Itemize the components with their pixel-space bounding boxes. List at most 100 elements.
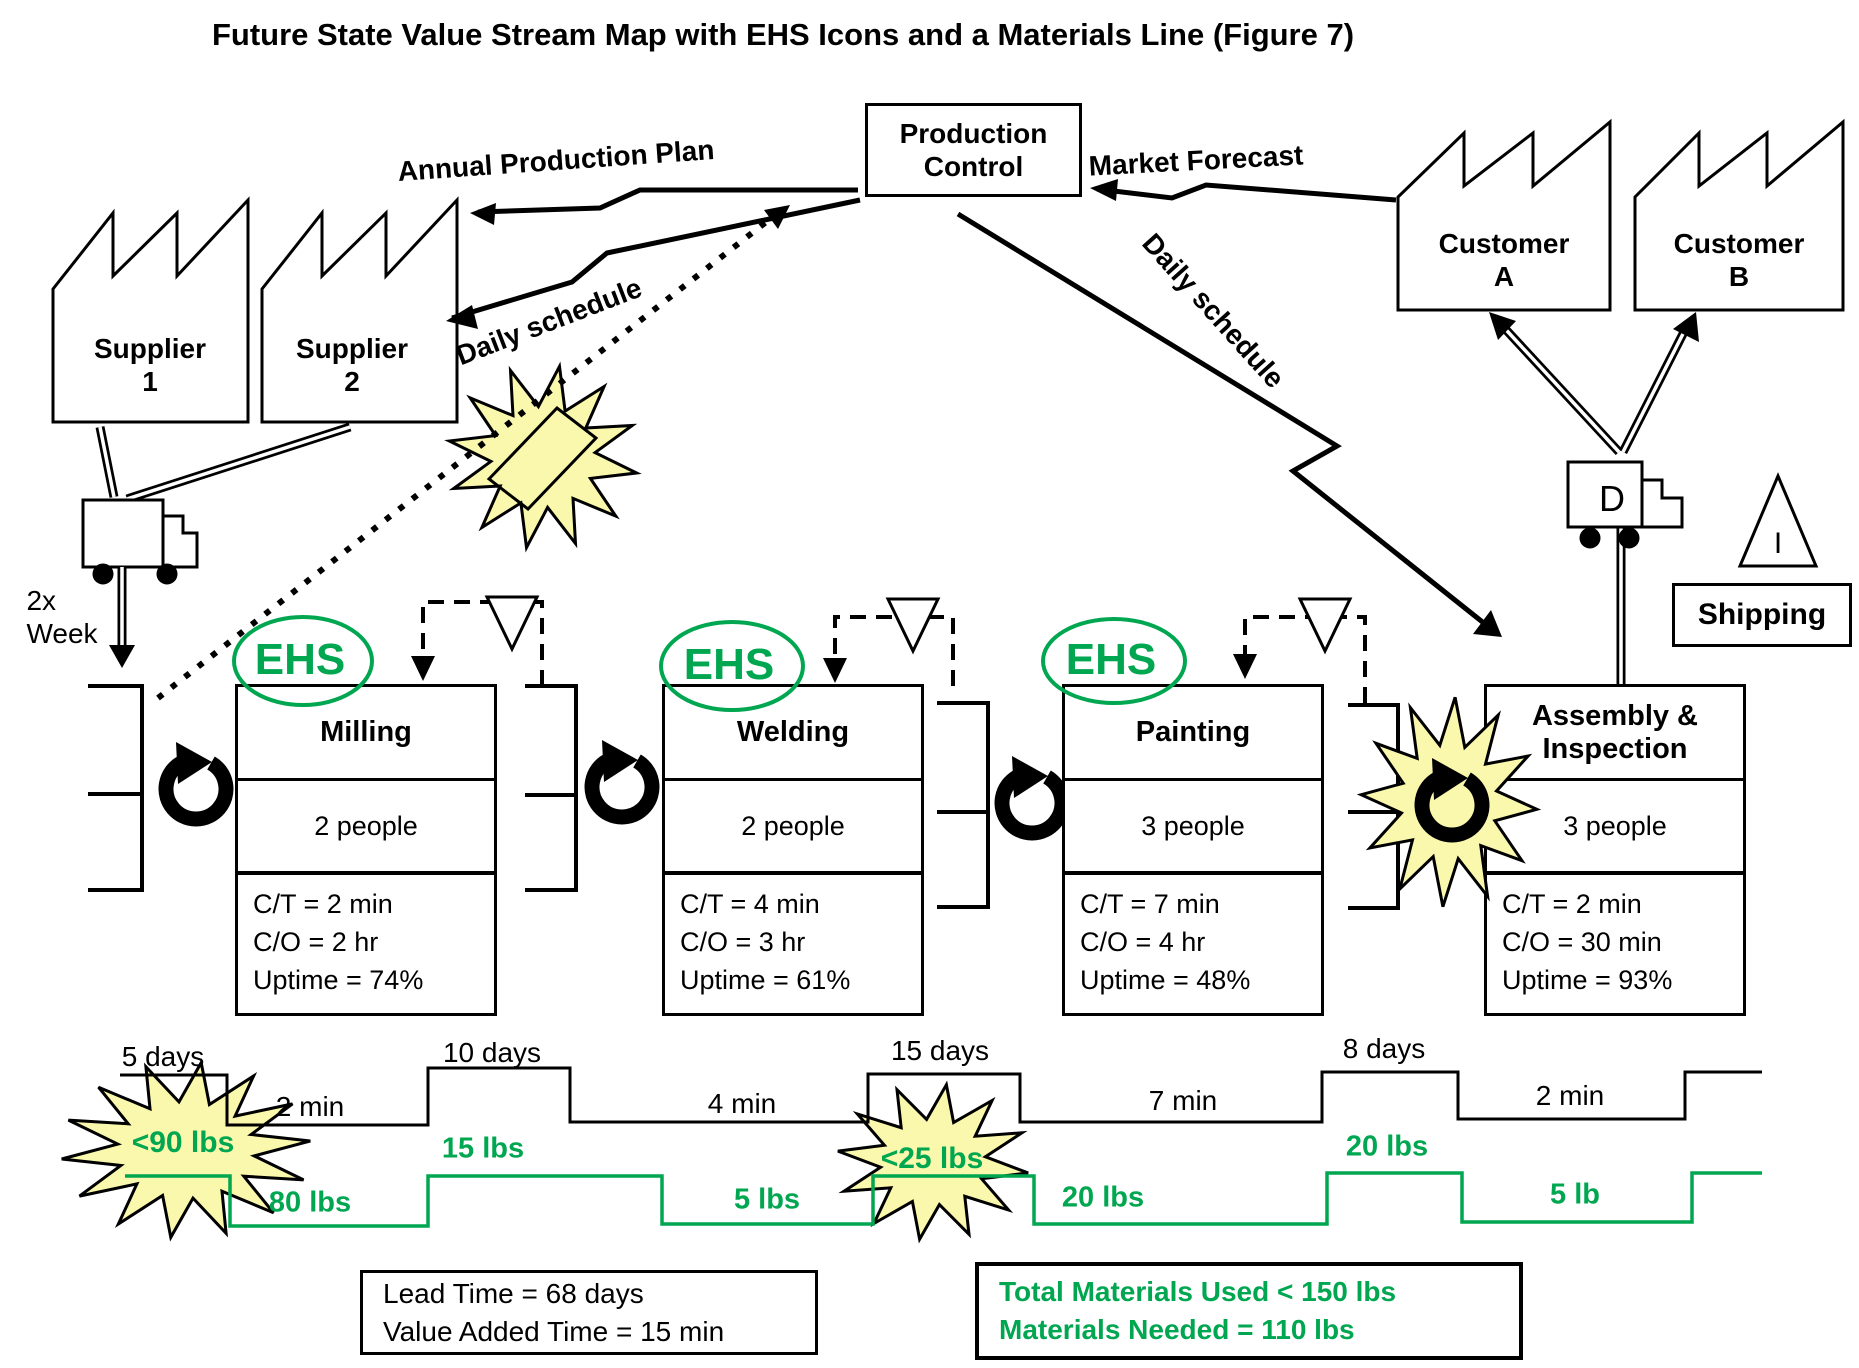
- process-data: C/T = 4 min C/O = 3 hr Uptime = 61%: [665, 875, 921, 1013]
- changeover: C/O = 2 hr: [253, 927, 379, 957]
- factory-icon-supplier-2: [260, 196, 459, 424]
- materials-value-6: 5 lb: [1550, 1178, 1600, 1211]
- supermarket-icon-3: [937, 701, 990, 909]
- pull-arrow-icon-3: [994, 756, 1070, 841]
- factory-icon-customer-a: [1396, 118, 1612, 312]
- ehs-label-welding: EHS: [683, 640, 775, 689]
- process-people: 3 people: [1487, 781, 1743, 875]
- daily-schedule-left-arrow: [446, 197, 861, 329]
- supplier-1-label: Supplier 1: [93, 333, 207, 397]
- total-materials-value: Total Materials Used < 150 lbs: [999, 1276, 1397, 1307]
- customer-a-label: Customer A: [1438, 228, 1570, 292]
- materials-value-1: 80 lbs: [268, 1186, 352, 1219]
- process-data: C/T = 2 min C/O = 30 min Uptime = 93%: [1487, 875, 1743, 1013]
- kanban-loop-painting: [1243, 615, 1367, 703]
- process-box-assembly-inspection: Assembly & Inspection 3 people C/T = 2 m…: [1484, 684, 1746, 1016]
- customer-b-label: Customer B: [1673, 228, 1805, 292]
- wait-time-4: 8 days: [1342, 1033, 1426, 1064]
- factory-icon-customer-b: [1633, 118, 1845, 312]
- delivery-frequency-label: 2x Week: [26, 585, 98, 649]
- kanban-triangle-icon-3: [1297, 597, 1353, 655]
- shipping-box: Shipping: [1672, 583, 1852, 647]
- process-name-line2: Inspection: [1542, 732, 1688, 765]
- supermarket-icon-4: [1348, 703, 1400, 910]
- wait-time-3: 15 days: [890, 1035, 990, 1066]
- kanban-arrowhead-welding: [823, 658, 847, 683]
- kaizen-burst-25lbs: [837, 1080, 1029, 1244]
- process-box-milling: Milling 2 people C/T = 2 min C/O = 2 hr …: [235, 684, 497, 1016]
- cycle-time: C/T = 7 min: [1080, 889, 1220, 919]
- process-time-3: 7 min: [1148, 1085, 1218, 1116]
- process-time-2: 4 min: [707, 1088, 777, 1119]
- inventory-triangle-icon: [1737, 472, 1819, 568]
- uptime: Uptime = 48%: [1080, 965, 1251, 995]
- supermarket-icon-1: [88, 684, 144, 892]
- truck-route-letter: D: [1599, 478, 1625, 519]
- process-name: Welding: [665, 687, 921, 781]
- ehs-label-milling: EHS: [254, 635, 346, 684]
- kanban-card-icon: [486, 405, 599, 512]
- value-added-time-value: Value Added Time = 15 min: [383, 1315, 725, 1347]
- pull-arrow-icon-2: [584, 740, 660, 825]
- uptime: Uptime = 93%: [1502, 965, 1673, 995]
- truck-icon-inbound: [81, 498, 199, 585]
- process-name: Milling: [238, 687, 494, 781]
- process-time-4: 2 min: [1535, 1080, 1605, 1111]
- uptime: Uptime = 61%: [680, 965, 851, 995]
- supermarket-icon-2: [525, 684, 578, 892]
- changeover: C/O = 3 hr: [680, 927, 806, 957]
- market-forecast-arrow: [1090, 179, 1397, 203]
- outbound-shipment-arrows: [1489, 312, 1699, 688]
- changeover: C/O = 4 hr: [1080, 927, 1206, 957]
- kanban-loop-welding: [833, 615, 955, 686]
- materials-ladder: [125, 1171, 1762, 1228]
- process-people: 3 people: [1065, 781, 1321, 875]
- cycle-time: C/T = 4 min: [680, 889, 820, 919]
- materials-value-2: 15 lbs: [441, 1132, 525, 1165]
- inventory-marker-letter: I: [1773, 527, 1783, 560]
- supplier-shipment-lines: [95, 422, 352, 504]
- daily-schedule-right-arrow: [956, 211, 1502, 637]
- changeover: C/O = 30 min: [1502, 927, 1662, 957]
- truck-icon-outbound: [1566, 460, 1684, 549]
- wait-time-2: 10 days: [442, 1037, 542, 1068]
- materials-value-5: 20 lbs: [1345, 1130, 1429, 1163]
- process-data: C/T = 2 min C/O = 2 hr Uptime = 74%: [238, 875, 494, 1013]
- process-name: Painting: [1065, 687, 1321, 781]
- process-data: C/T = 7 min C/O = 4 hr Uptime = 48%: [1065, 875, 1321, 1013]
- materials-needed-value: Materials Needed = 110 lbs: [999, 1314, 1355, 1345]
- process-name-line1: Assembly &: [1531, 699, 1698, 732]
- process-time-1: 2 min: [275, 1091, 345, 1122]
- kaizen-burst-schedule: [444, 361, 642, 553]
- cycle-time: C/T = 2 min: [1502, 889, 1642, 919]
- annual-production-plan-arrow: [470, 187, 858, 225]
- page-title: Future State Value Stream Map with EHS I…: [211, 17, 1355, 52]
- supplier-2-label: Supplier 2: [295, 333, 409, 397]
- process-box-painting: Painting 3 people C/T = 7 min C/O = 4 hr…: [1062, 684, 1324, 1016]
- kanban-arrowhead-milling: [411, 656, 435, 681]
- ehs-label-painting: EHS: [1065, 635, 1157, 684]
- cycle-time: C/T = 2 min: [253, 889, 393, 919]
- kanban-loop-milling: [421, 600, 544, 686]
- dotted-schedule-arrow: [156, 205, 790, 701]
- production-control-label-line1: Production: [899, 118, 1048, 149]
- production-control-label-line2: Control: [923, 151, 1024, 182]
- lead-time-summary-box: Lead Time = 68 days Value Added Time = 1…: [360, 1270, 818, 1355]
- kanban-arrowhead-painting: [1233, 654, 1257, 679]
- shipping-label: Shipping: [1697, 598, 1827, 631]
- materials-summary-box: Total Materials Used < 150 lbs Materials…: [975, 1262, 1523, 1360]
- factory-icon-supplier-1: [51, 196, 250, 424]
- materials-burst-value-1: <90 lbs: [131, 1126, 235, 1159]
- process-name: Assembly & Inspection: [1487, 687, 1743, 781]
- process-box-welding: Welding 2 people C/T = 4 min C/O = 3 hr …: [662, 684, 924, 1016]
- kanban-triangle-icon-1: [484, 595, 540, 653]
- pull-arrow-icon-1: [158, 742, 234, 827]
- inbound-delivery-arrow: [109, 567, 135, 668]
- production-control-box: Production Control: [865, 103, 1082, 197]
- process-people: 2 people: [665, 781, 921, 875]
- process-people: 2 people: [238, 781, 494, 875]
- materials-burst-value-2: <25 lbs: [880, 1142, 984, 1175]
- materials-value-3: 5 lbs: [733, 1183, 801, 1216]
